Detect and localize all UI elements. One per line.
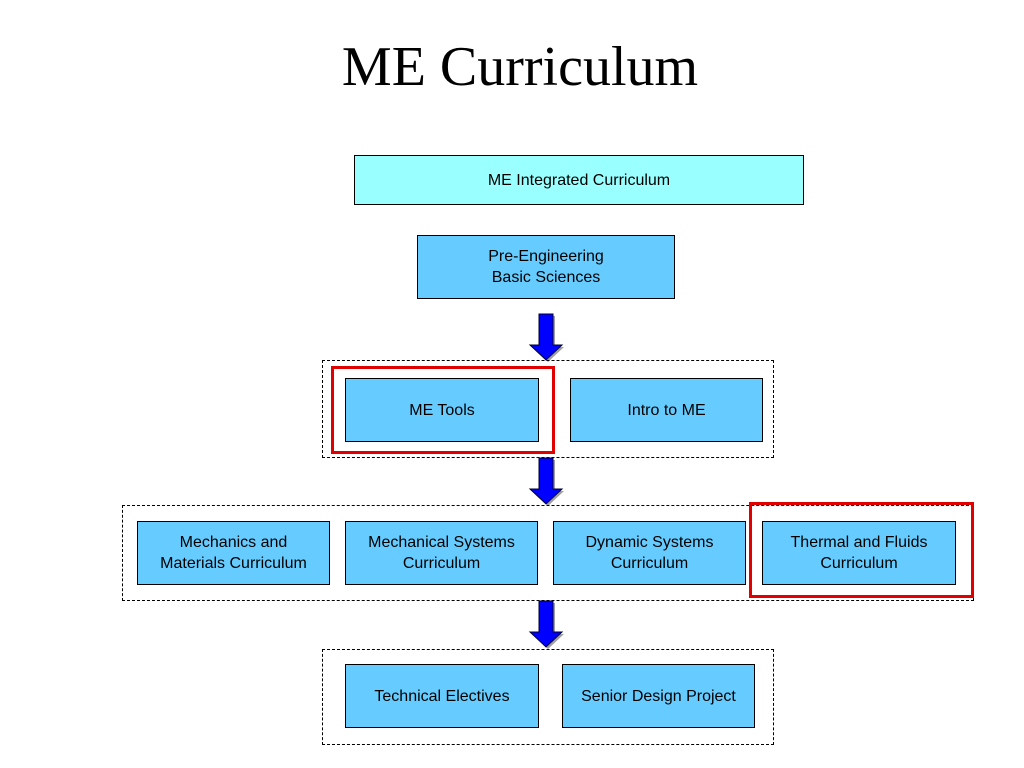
down-arrow-1-head (528, 313, 564, 361)
technical-electives-label: Technical Electives (374, 687, 510, 705)
mechanics-materials-label: Mechanics and Materials Curriculum (160, 534, 307, 572)
thermal-fluids-box: Thermal and Fluids Curriculum (762, 521, 956, 585)
mechanical-systems-label: Mechanical Systems Curriculum (368, 534, 515, 572)
pre-engineering-box: Pre-Engineering Basic Sciences (417, 235, 675, 299)
integrated-curriculum-label: ME Integrated Curriculum (487, 171, 671, 189)
me-tools-label: ME Tools (409, 401, 475, 419)
technical-electives-box: Technical Electives (345, 664, 539, 728)
down-arrow-3-head (528, 600, 564, 648)
mechanics-materials-box: Mechanics and Materials Curriculum (137, 521, 330, 585)
page-title: ME Curriculum (341, 36, 699, 98)
thermal-fluids-highlight (749, 502, 974, 598)
me-tools-box: ME Tools (345, 378, 539, 442)
integrated-curriculum-box: ME Integrated Curriculum (354, 155, 804, 205)
senior-design-box: Senior Design Project (562, 664, 755, 728)
down-arrow-1 (528, 313, 564, 362)
pre-engineering-label: Pre-Engineering Basic Sciences (488, 248, 604, 286)
senior-design-label: Senior Design Project (581, 687, 736, 705)
dynamic-systems-label: Dynamic Systems Curriculum (585, 534, 714, 572)
level3-group (322, 649, 774, 745)
mechanical-systems-box: Mechanical Systems Curriculum (345, 521, 538, 585)
down-arrow-3 (528, 600, 564, 649)
me-tools-highlight (331, 366, 555, 454)
down-arrow-2-head (528, 457, 564, 505)
thermal-fluids-label: Thermal and Fluids Curriculum (790, 534, 928, 572)
dynamic-systems-box: Dynamic Systems Curriculum (553, 521, 746, 585)
intro-to-me-box: Intro to ME (570, 378, 763, 442)
intro-to-me-label: Intro to ME (627, 401, 706, 419)
down-arrow-2 (528, 457, 564, 506)
